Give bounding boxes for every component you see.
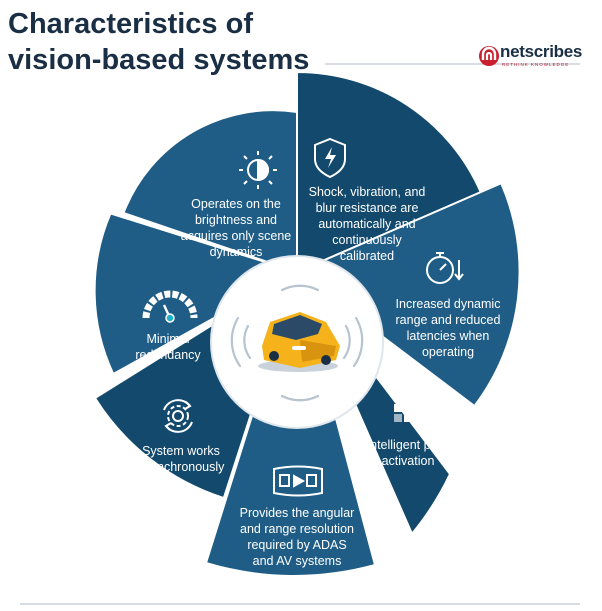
brightness-icon: [239, 151, 277, 189]
segment-brightness-label: Operates on the brightness and acquires …: [180, 197, 292, 259]
bottom-divider: [20, 603, 580, 605]
brand-tagline: RETHINK KNOWLEDGE: [502, 62, 570, 67]
panoramic-screen-icon: [273, 465, 323, 497]
netscribes-logo: netscribes RETHINK KNOWLEDGE: [478, 42, 598, 72]
segment-angular-resolution-label: Provides the angular and range resolutio…: [239, 506, 355, 568]
segment-asynchronous-label: System works asynchronously: [137, 444, 225, 474]
segment-pixel-activation-label: Intelligent pixel activation: [366, 438, 450, 468]
segment-brightness: [122, 109, 298, 274]
car-sensor-icon: [258, 312, 340, 372]
segment-minimal-redundancy: [93, 212, 300, 376]
segment-redundancy-label: Minimal redundancy: [135, 332, 201, 362]
stopwatch-icon: [426, 252, 464, 284]
segment-shock-resistance: [296, 70, 483, 274]
segment-dynamic-range: [295, 181, 521, 408]
netscribes-mark-icon: [479, 46, 499, 66]
brand-name: netscribes: [500, 42, 583, 61]
shield-lightning-icon: [314, 137, 346, 179]
sensor-wave-icon: [230, 284, 364, 402]
pixel-grid-power-icon: [394, 390, 433, 422]
segment-dynamic-range-label: Increased dynamic range and reduced late…: [395, 297, 501, 359]
gauge-icon: [142, 290, 198, 323]
segment-shock-label: Shock, vibration, and blur resistance ar…: [308, 185, 426, 263]
title-divider: [325, 63, 580, 65]
page-title: Characteristics of vision-based systems: [8, 8, 310, 76]
gear-cycle-icon: [163, 399, 193, 433]
